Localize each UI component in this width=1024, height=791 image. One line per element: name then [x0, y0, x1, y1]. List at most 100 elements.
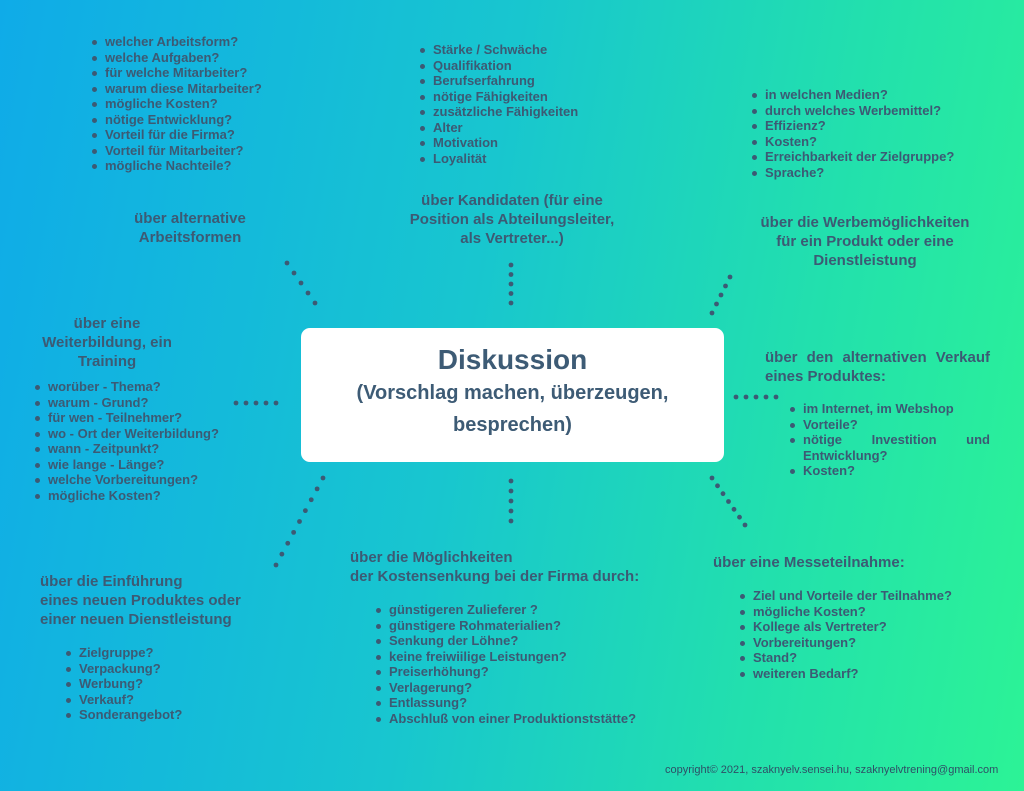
connector-dot — [298, 280, 304, 286]
title-line: über Kandidaten (für eine — [421, 192, 603, 209]
connector-dot — [714, 301, 719, 307]
topic-verkauf-title: über den alternativen Verkauf eines Prod… — [765, 349, 990, 385]
list-item: welcher Arbeitsform? — [92, 34, 262, 50]
connector-dot — [314, 486, 320, 492]
title-line: Dienstleistung — [813, 252, 917, 269]
title-line: eines neuen Produktes oder — [40, 592, 241, 609]
connector-dot — [273, 400, 279, 406]
connector-dot — [709, 475, 715, 481]
topic-messe-title: über eine Messeteilnahme: — [713, 554, 905, 571]
central-title: Diskussion — [437, 344, 588, 375]
connector-dot — [720, 491, 726, 497]
list-item: welche Vorbereitungen? — [35, 472, 220, 488]
connector-dot — [737, 514, 742, 520]
connector-dot — [508, 508, 514, 514]
list-item: Verlagerung? — [376, 680, 636, 696]
title-line: Arbeitsformen — [138, 229, 242, 246]
list-item: für welche Mitarbeiter? — [92, 65, 262, 81]
list-item: im Internet, im Webshop — [790, 401, 990, 417]
einfuehrung-list: Zielgruppe?Verpackung?Werbung?Verkauf?So… — [66, 645, 182, 723]
topic-weiterbildung-title: über eine Weiterbildung, ein Training — [17, 314, 197, 371]
connector-dot — [731, 506, 737, 512]
list-item: worüber - Thema? — [35, 379, 220, 395]
connector-dot — [243, 400, 249, 406]
central-topic-box: Diskussion (Vorschlag machen, überzeugen… — [301, 328, 724, 462]
list-item: warum diese Mitarbeiter? — [92, 81, 262, 97]
connector-dot — [733, 394, 739, 400]
list-item: Vorteile? — [790, 417, 990, 433]
connector-dot — [763, 394, 769, 400]
title-line: über die Werbemöglichkeiten — [760, 214, 970, 231]
title-line: über eine — [73, 315, 141, 332]
arbeitsformen-list: welcher Arbeitsform?welche Aufgaben?für … — [92, 34, 262, 174]
connector-dot — [718, 292, 724, 298]
list-item: günstigere Rohmaterialien? — [376, 618, 636, 634]
list-item: Motivation — [420, 135, 578, 151]
list-item: Sprache? — [752, 165, 954, 181]
weiterbildung-list: worüber - Thema?warum - Grund?für wen - … — [35, 379, 220, 503]
connector-dot — [291, 270, 297, 276]
copyright-footer: copyright© 2021, szaknyelv.sensei.hu, sz… — [665, 764, 999, 776]
list-item: Verpackung? — [66, 661, 182, 677]
connector-dot — [508, 291, 514, 296]
list-item: Ziel und Vorteile der Teilnahme? — [740, 588, 952, 604]
title-line: über alternative — [134, 210, 246, 227]
list-item: weiteren Bedarf? — [740, 666, 952, 682]
connector-dot — [508, 281, 514, 287]
list-item: Kosten? — [790, 463, 990, 479]
list-item: nötige Investition und Entwicklung? — [790, 432, 990, 463]
central-subtitle-line: (Vorschlag machen, überzeugen, — [356, 382, 669, 404]
list-item: in welchen Medien? — [752, 87, 954, 103]
list-item: mögliche Nachteile? — [92, 158, 262, 174]
list-item: für wen - Teilnehmer? — [35, 410, 220, 426]
list-item: nötige Fähigkeiten — [420, 89, 578, 105]
list-item: welche Aufgaben? — [92, 50, 262, 66]
connector-dot — [291, 529, 297, 535]
topic-arbeitsformen-title: über alternative Arbeitsformen — [90, 209, 290, 247]
title-line: der Kostensenkung bei der Firma durch: — [350, 568, 640, 585]
connector-dot — [508, 300, 514, 306]
title-line: Position als Abteilungsleiter, — [409, 211, 615, 228]
connector-dot — [723, 283, 728, 289]
connector-dot — [308, 497, 314, 503]
connector-dot — [297, 519, 302, 524]
connector-dot — [508, 518, 514, 524]
list-item: Preiserhöhung? — [376, 664, 636, 680]
list-item: Qualifikation — [420, 58, 578, 74]
connector-dot — [263, 400, 269, 406]
list-item: Kosten? — [752, 134, 954, 150]
connector-dot — [753, 394, 759, 400]
list-item: Entlassung? — [376, 695, 636, 711]
connector-dot — [726, 499, 731, 504]
list-item: mögliche Kosten? — [740, 604, 952, 620]
list-item: zusätzliche Fähigkeiten — [420, 104, 578, 120]
connector-dot — [743, 394, 749, 400]
list-item: Sonderangebot? — [66, 707, 182, 723]
connector-dot — [727, 274, 733, 280]
central-subtitle-line: besprechen) — [453, 414, 572, 436]
list-item: Stärke / Schwäche — [420, 42, 578, 58]
list-item: mögliche Kosten? — [92, 96, 262, 112]
list-item: Werbung? — [66, 676, 182, 692]
topic-kostensenkung-title: über die Möglichkeiten der Kostensenkung… — [350, 548, 710, 586]
topic-einfuehrung-title: über die Einführung eines neuen Produkte… — [40, 572, 300, 629]
connector-dot — [508, 272, 514, 277]
list-item: Berufserfahrung — [420, 73, 578, 89]
list-item: warum - Grund? — [35, 395, 220, 411]
topic-werbung-title: über die Werbemöglichkeiten für ein Prod… — [730, 213, 1000, 270]
connector-dot — [305, 290, 311, 296]
title-line: für ein Produkt oder eine — [776, 233, 954, 250]
list-item: günstigeren Zulieferer ? — [376, 602, 636, 618]
kostensenkung-list: günstigeren Zulieferer ?günstigere Rohma… — [376, 602, 636, 726]
list-item: durch welches Werbemittel? — [752, 103, 954, 119]
list-item: Stand? — [740, 650, 952, 666]
connector-dot — [508, 478, 514, 484]
list-item: Kollege als Vertreter? — [740, 619, 952, 635]
connector-dot — [285, 540, 291, 546]
title-line: als Vertreter...) — [460, 230, 564, 247]
messe-list: Ziel und Vorteile der Teilnahme?mögliche… — [740, 588, 952, 681]
connector-dot — [312, 300, 318, 306]
title-line: Training — [77, 353, 137, 370]
list-item: Abschluß von einer Produktionststätte? — [376, 711, 636, 727]
